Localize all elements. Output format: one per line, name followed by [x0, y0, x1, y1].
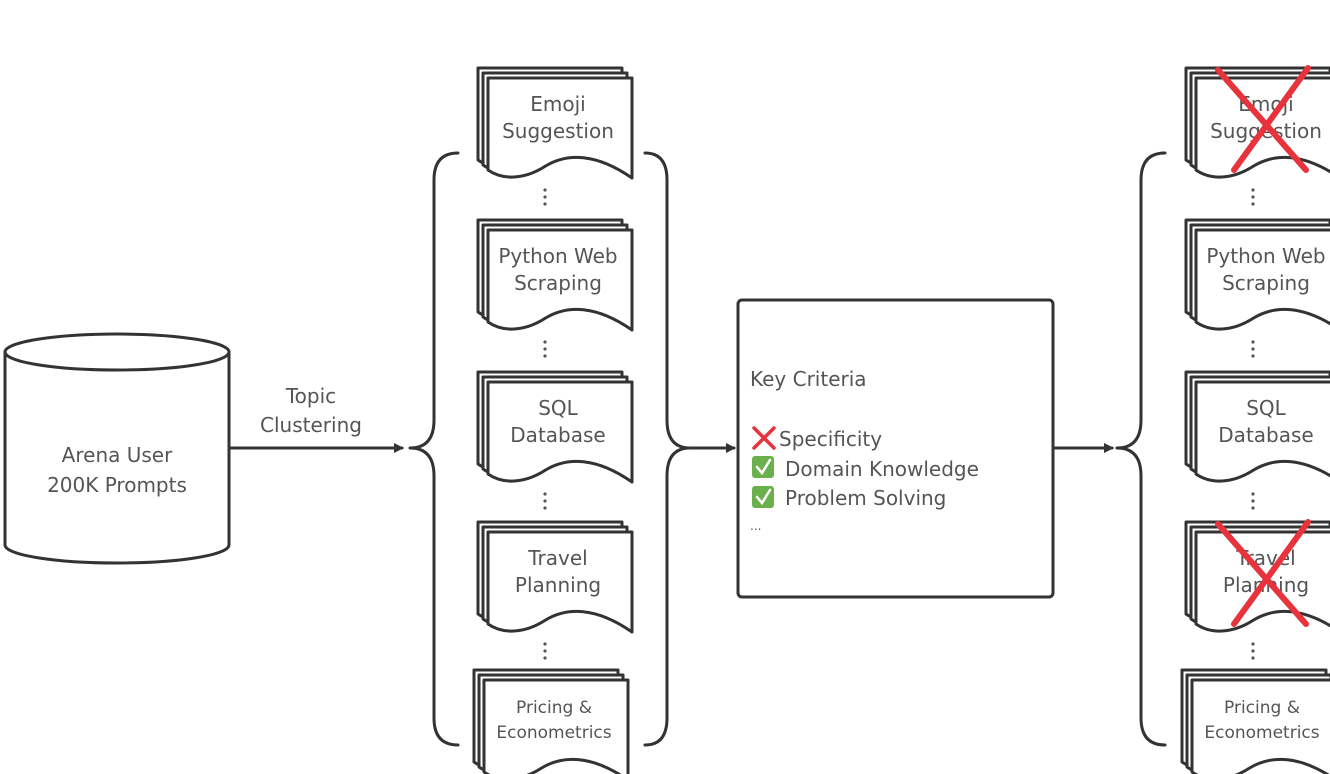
criteria-item-specificity: Specificity — [779, 427, 882, 451]
cluster-label-line: Econometrics — [496, 723, 611, 743]
cluster-label-line: Emoji — [530, 92, 585, 116]
vertical-ellipsis — [1251, 188, 1255, 206]
cluster-label-line: Scraping — [514, 271, 602, 295]
vertical-ellipsis — [1251, 340, 1255, 358]
green-check-icon — [752, 486, 774, 508]
vertical-ellipsis — [543, 492, 547, 510]
cluster-label-line: Econometrics — [1204, 723, 1319, 743]
cluster-doc: SQL Database — [476, 370, 634, 484]
criteria-item-problem-solving: Problem Solving — [785, 486, 946, 510]
cluster-label-line: Scraping — [1222, 271, 1310, 295]
edge-label-line2: Clustering — [260, 413, 362, 437]
source-label-line1: Arena User — [62, 443, 173, 467]
red-x-icon — [1215, 519, 1311, 627]
cluster-label-line: Suggestion — [502, 119, 614, 143]
criteria-box: Key Criteria Specificity Domain Knowledg… — [736, 298, 1055, 599]
red-x-icon — [752, 426, 776, 450]
cluster-label-line: Database — [1218, 423, 1313, 447]
cluster-doc: Pricing & Econometrics — [1180, 668, 1330, 774]
vertical-ellipsis — [543, 340, 547, 358]
green-check-icon — [752, 456, 774, 478]
edge-label-line1: Topic — [285, 384, 336, 408]
database-cylinder: Arena User 200K Prompts — [3, 332, 231, 565]
cluster-label-line: Planning — [515, 573, 601, 597]
source-label-line2: 200K Prompts — [47, 473, 187, 497]
criteria-ellipsis: ... — [750, 519, 761, 533]
cluster-label-line: Python Web — [1206, 244, 1325, 268]
right-brace-middle — [643, 151, 692, 747]
criteria-item-domain-knowledge: Domain Knowledge — [785, 457, 979, 481]
left-brace-right — [1115, 151, 1167, 747]
vertical-ellipsis — [1251, 492, 1255, 510]
cluster-label-line: Pricing & — [516, 698, 592, 718]
left-brace-middle — [408, 151, 460, 747]
vertical-ellipsis — [1251, 642, 1255, 660]
red-x-icon — [1215, 65, 1311, 173]
vertical-ellipsis — [543, 188, 547, 206]
cluster-doc: SQL Database — [1184, 370, 1330, 483]
vertical-ellipsis — [543, 642, 547, 660]
criteria-title: Key Criteria — [750, 367, 867, 391]
cluster-label-line: SQL — [1246, 396, 1286, 420]
cluster-label-line: Pricing & — [1224, 698, 1300, 718]
cluster-label-line: SQL — [538, 396, 578, 420]
cluster-label-line: Database — [510, 423, 605, 447]
cluster-label-line: Travel — [527, 546, 587, 570]
cluster-doc: Pricing & Econometrics — [472, 668, 630, 774]
cluster-label-line: Python Web — [498, 244, 617, 268]
